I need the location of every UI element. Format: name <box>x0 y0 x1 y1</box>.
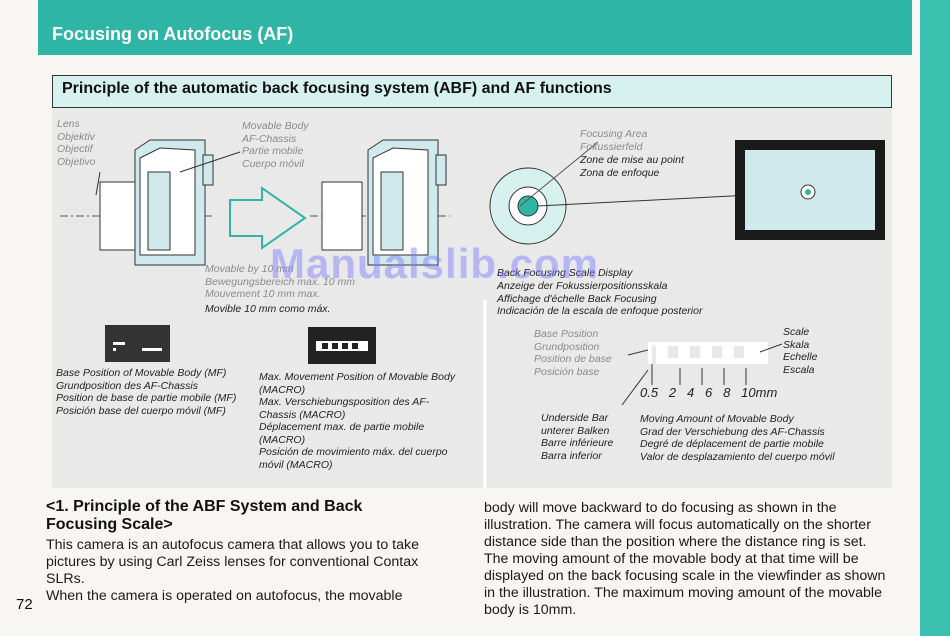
base-position-label: Base Position Grundposition Position de … <box>534 328 612 378</box>
camera-body-moved <box>310 139 450 266</box>
section-title-box <box>52 75 892 108</box>
section-title: Principle of the automatic back focusing… <box>62 80 612 97</box>
movement-label-es: Movible 10 mm como máx. <box>205 303 331 315</box>
body-text-right: body will move backward to do focusing a… <box>484 500 886 618</box>
back-focus-scale <box>621 342 783 406</box>
page-title: Focusing on Autofocus (AF) <box>52 24 294 44</box>
lens-label: Lens Objektiv Objectif Objetivo <box>57 118 96 168</box>
movement-label: Movable by 10 mm Bewegungsbereich max. 1… <box>205 263 355 300</box>
page-number: 72 <box>16 596 33 613</box>
watermark: Manualslib.com <box>270 240 600 287</box>
moving-amount-label: Moving Amount of Movable Body Grad der V… <box>640 413 835 463</box>
focusing-circle <box>489 141 809 245</box>
base-position-caption: Base Position of Movable Body (MF) Grund… <box>56 367 237 417</box>
movable-body-label: Movable Body AF-Chassis Partie mobile Cu… <box>242 120 309 170</box>
camera-body-base <box>60 139 241 266</box>
header-bar <box>38 0 912 55</box>
back-scale-label: Back Focusing Scale Display <box>497 267 633 279</box>
body-text-left: This camera is an autofocus camera that … <box>46 537 419 604</box>
back-scale-label-rest: Anzeige der Fokussierpositionsskala Affi… <box>497 280 703 317</box>
scale-label: Scale Skala Echelle Escala <box>783 326 818 376</box>
max-movement-caption: Max. Movement Position of Movable Body (… <box>259 371 456 471</box>
edge-tab <box>920 0 950 636</box>
scale-numbers: 0.5 2 4 6 8 10mm <box>640 385 778 400</box>
focusing-area-label: Focusing Area Fokussierfeld <box>580 128 648 153</box>
section-heading: <1. Principle of the ABF System and Back… <box>46 498 363 533</box>
focusing-area-label-dark: Zone de mise au point Zona de enfoque <box>580 154 684 179</box>
underside-bar-label: Underside Bar unterer Balken Barre infér… <box>541 412 614 462</box>
